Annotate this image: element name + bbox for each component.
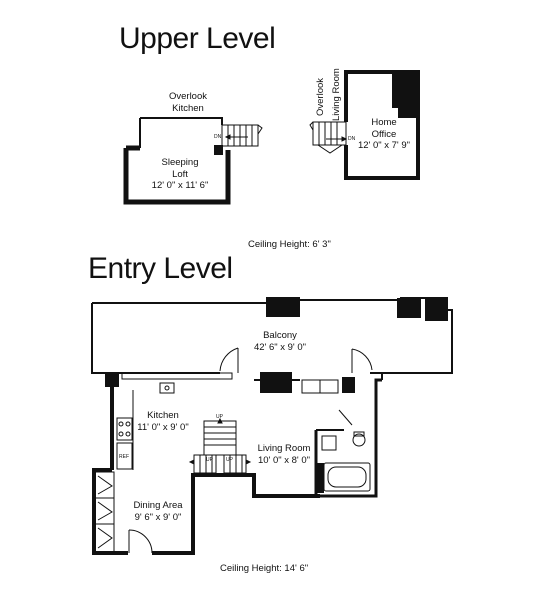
entry-door <box>128 529 153 554</box>
office-stair <box>309 121 348 154</box>
bathroom <box>321 409 371 492</box>
kitchen-counter <box>116 390 134 470</box>
loft-stair-dn-label: DN <box>214 134 222 140</box>
wall-block <box>397 298 421 318</box>
kitchen-window <box>121 372 233 394</box>
overlook-label-vertical: Overlook <box>315 77 326 116</box>
stair-up-label: UP <box>216 414 223 420</box>
bath-wall-block <box>317 463 324 493</box>
column <box>260 372 292 393</box>
sleeping-loft-outline <box>123 117 231 205</box>
upper-ceiling-height: Ceiling Height: 6' 3" <box>248 239 331 250</box>
dining-closets <box>93 471 115 553</box>
balcony-door-left <box>219 347 239 373</box>
overlook-kitchen-label: Overlook Kitchen <box>168 91 207 114</box>
upper-level-title: Upper Level <box>119 22 276 55</box>
office-stair-dn-label: DN <box>348 136 356 142</box>
wall-block <box>266 298 300 317</box>
kitchen-label: Kitchen 11' 0" x 9' 0" <box>137 410 189 433</box>
column <box>342 377 355 393</box>
entry-level-title: Entry Level <box>88 252 233 285</box>
entry-ceiling-height: Ceiling Height: 14' 6" <box>220 563 309 574</box>
wall-block <box>425 298 448 321</box>
office-closet <box>392 72 418 118</box>
refrigerator-label: REF <box>119 454 129 460</box>
home-office-outline <box>344 70 420 180</box>
entry-level-walls <box>92 373 382 555</box>
stair-up-label: UP <box>226 457 233 463</box>
living-room-label-vertical: Living Room <box>331 68 342 121</box>
balcony-label: Balcony 42' 6" x 9' 0" <box>253 330 307 353</box>
loft-stair <box>221 124 263 147</box>
living-room-label: Living Room 10' 0" x 8' 0" <box>257 443 311 466</box>
partition <box>301 379 339 394</box>
sleeping-loft-label: Sleeping Loft 12' 0" x 11' 6" <box>151 157 209 191</box>
stair-up-label: UP <box>206 457 213 463</box>
column <box>105 373 119 387</box>
home-office-label: Home Office 12' 0" x 7' 9" <box>357 117 411 151</box>
loft-column <box>214 145 223 155</box>
entry-stair <box>188 417 252 474</box>
dining-area-label: Dining Area 9' 6" x 9' 0" <box>133 500 183 523</box>
balcony-door-right <box>351 348 373 373</box>
